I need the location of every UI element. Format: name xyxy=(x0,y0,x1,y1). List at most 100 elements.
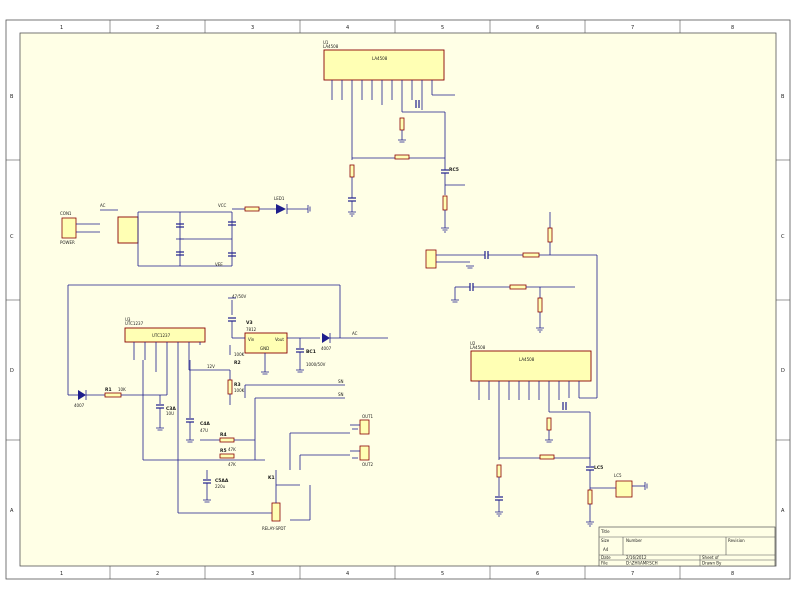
row-label: D xyxy=(10,368,14,374)
col-label: 8 xyxy=(731,571,734,577)
row-label: A xyxy=(781,508,785,514)
power-led-icon xyxy=(276,204,286,214)
vcc-net-label: VCC xyxy=(218,203,227,208)
ground-icon xyxy=(644,482,648,490)
ground-icon xyxy=(307,205,311,213)
u1-resistor-small xyxy=(399,117,405,131)
revision-label: Revision xyxy=(728,538,745,543)
power-label: POWER xyxy=(60,240,75,245)
sheet-label: Sheet of xyxy=(702,555,719,560)
c4a-value: 47U xyxy=(200,428,208,433)
col-label: 5 xyxy=(441,571,444,577)
c5aa-value: 220u xyxy=(215,484,226,489)
lc5-resistor xyxy=(587,489,593,505)
u1-resistor xyxy=(394,154,410,160)
power-ref: CON1 xyxy=(60,211,72,216)
relay-label: RELAY-SPDT xyxy=(262,526,286,531)
input-resistor-3 xyxy=(537,297,543,313)
sn-net-label: SN xyxy=(338,392,344,397)
size-label: Size xyxy=(601,538,610,543)
col-label: 8 xyxy=(731,25,734,31)
ground-icon xyxy=(203,499,211,503)
r3-resistor xyxy=(227,379,233,395)
c3a-value: 10U xyxy=(166,411,174,416)
r5-ref: R5 xyxy=(220,448,227,454)
col-label: 4 xyxy=(346,25,349,31)
ground-icon xyxy=(186,439,194,443)
u2-resistor-small xyxy=(546,417,552,431)
size-value: A4 xyxy=(603,547,609,552)
title-block: Title Size Number Revision A4 Date 2/16/… xyxy=(598,526,776,567)
r5-resistor xyxy=(219,453,235,459)
ac-net-label-2: AC xyxy=(352,331,358,336)
u3-ref: U3 xyxy=(125,317,131,322)
row-label: A xyxy=(10,508,14,514)
ground-icon xyxy=(495,511,503,517)
c4-rating-label: 47/50V xyxy=(232,294,247,299)
row-label: B xyxy=(10,94,14,100)
diode-icon xyxy=(78,390,86,400)
led-ref: LED1 xyxy=(274,196,285,201)
u1-body-label: LA4508 xyxy=(372,56,388,61)
r1-resistor xyxy=(104,392,122,398)
d2-label: 4007 xyxy=(321,346,332,351)
ground-icon xyxy=(466,265,474,269)
u1-part: LA4508 xyxy=(323,44,339,49)
col-label: 3 xyxy=(251,571,254,577)
number-label: Number xyxy=(626,538,642,543)
power-connector xyxy=(61,217,77,239)
v3-regulator xyxy=(244,332,288,354)
u3-pins xyxy=(133,342,201,395)
u2-ref: U2 xyxy=(470,341,476,346)
r3-value: 100K xyxy=(234,388,245,393)
bias-resistor xyxy=(547,227,553,243)
v3-pin-gnd: GND xyxy=(260,346,269,351)
file-label: File xyxy=(601,561,608,566)
col-label: 3 xyxy=(251,25,254,31)
frame-column-labels: 1 2 3 4 5 6 7 8 1 2 3 4 5 6 7 8 B C D A … xyxy=(10,25,785,577)
u1-amplifier: U1 LA4508 LA4508 RC5 xyxy=(323,40,465,233)
u2-resistor xyxy=(539,454,555,460)
out2-label: OUT2 xyxy=(362,462,374,467)
row-label: C xyxy=(10,234,14,240)
col-label: 5 xyxy=(441,25,444,31)
speaker-connector xyxy=(615,480,633,498)
u1-pins xyxy=(331,80,433,112)
out2-connector xyxy=(359,445,370,461)
ground-icon xyxy=(398,139,406,143)
bc1-rating: 1000/50V xyxy=(306,362,326,367)
out-conn-ref: LC5 xyxy=(614,473,622,478)
u3-part: UTC1237 xyxy=(125,321,144,326)
u2-amplifier: U2 LA4508 LA4508 LC5 xyxy=(470,341,648,527)
date-label: Date xyxy=(601,555,611,560)
v3-ref: V3 xyxy=(246,320,253,326)
vee-net-label: VEE xyxy=(215,262,223,267)
diode-icon xyxy=(322,333,330,343)
c4a-ref: C4A xyxy=(200,421,210,427)
net-12v-label: 12V xyxy=(207,364,215,369)
power-input-section: CON1 POWER AC VCC VEE LED1 xyxy=(60,196,311,267)
ground-icon xyxy=(451,299,459,303)
col-label: 7 xyxy=(631,571,634,577)
ground-icon xyxy=(586,521,594,527)
row-label: C xyxy=(781,234,785,240)
ac-net-label: AC xyxy=(100,203,106,208)
ground-icon xyxy=(296,369,304,373)
ground-icon xyxy=(536,327,544,333)
protection-section: U3 UTC1237 UTC1237 12V 47/50V V3 7812 Vi… xyxy=(67,284,388,531)
r2-ref: R2 xyxy=(234,360,241,366)
r3-ref: R3 xyxy=(234,382,241,388)
v3-pin-in: Vin xyxy=(248,337,255,342)
drawn-label: Drawn By xyxy=(702,561,722,566)
bridge-rectifier xyxy=(117,216,139,244)
c5aa-ref: C5AA xyxy=(215,478,229,484)
date-value: 2/16/2012 xyxy=(626,555,647,560)
col-label: 6 xyxy=(536,25,539,31)
v3-pin-out: Vout xyxy=(275,337,284,342)
out1-connector xyxy=(359,419,370,435)
row-label: B xyxy=(781,94,785,100)
input-resistor xyxy=(522,252,540,258)
ground-icon xyxy=(545,439,553,443)
